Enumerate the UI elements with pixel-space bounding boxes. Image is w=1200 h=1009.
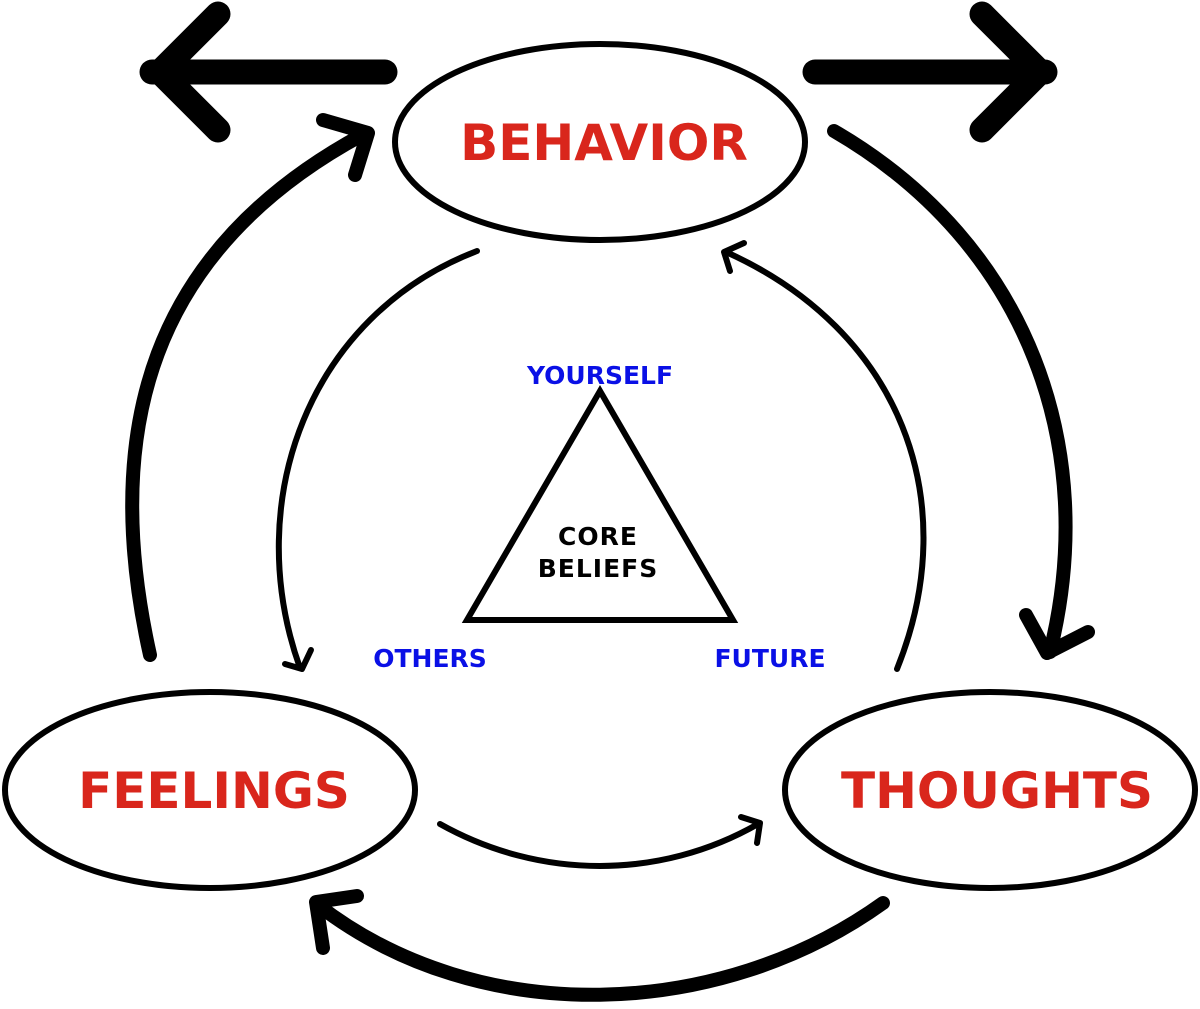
outer-arrow-feelings-to-behavior (125, 113, 375, 662)
outer-arrow-thoughts-to-feelings (309, 889, 890, 1002)
behavior-label: BEHAVIOR (460, 114, 748, 172)
inner-arrow-thoughts-to-behavior (721, 240, 927, 672)
core-label-line2: BELIEFS (538, 554, 659, 583)
outward-arrow-right (802, 1, 1058, 143)
thoughts-label: THOUGHTS (841, 762, 1153, 820)
feelings-node: FEELINGS (2, 689, 418, 891)
others-label: OTHERS (373, 644, 487, 673)
inner-arrow-feelings-to-thoughts (437, 814, 763, 869)
core-label-line1: CORE (558, 522, 638, 551)
outward-arrow-left (139, 1, 398, 143)
inner-arrow-behavior-to-feelings (275, 248, 480, 672)
yourself-label: YOURSELF (526, 361, 673, 390)
feelings-label: FEELINGS (78, 762, 350, 820)
behavior-node: BEHAVIOR (392, 41, 808, 243)
core-beliefs-triangle: CORE BELIEFS (461, 385, 739, 623)
thoughts-node: THOUGHTS (782, 689, 1198, 891)
future-label: FUTURE (714, 644, 825, 673)
outer-arrow-behavior-to-thoughts (827, 124, 1095, 660)
